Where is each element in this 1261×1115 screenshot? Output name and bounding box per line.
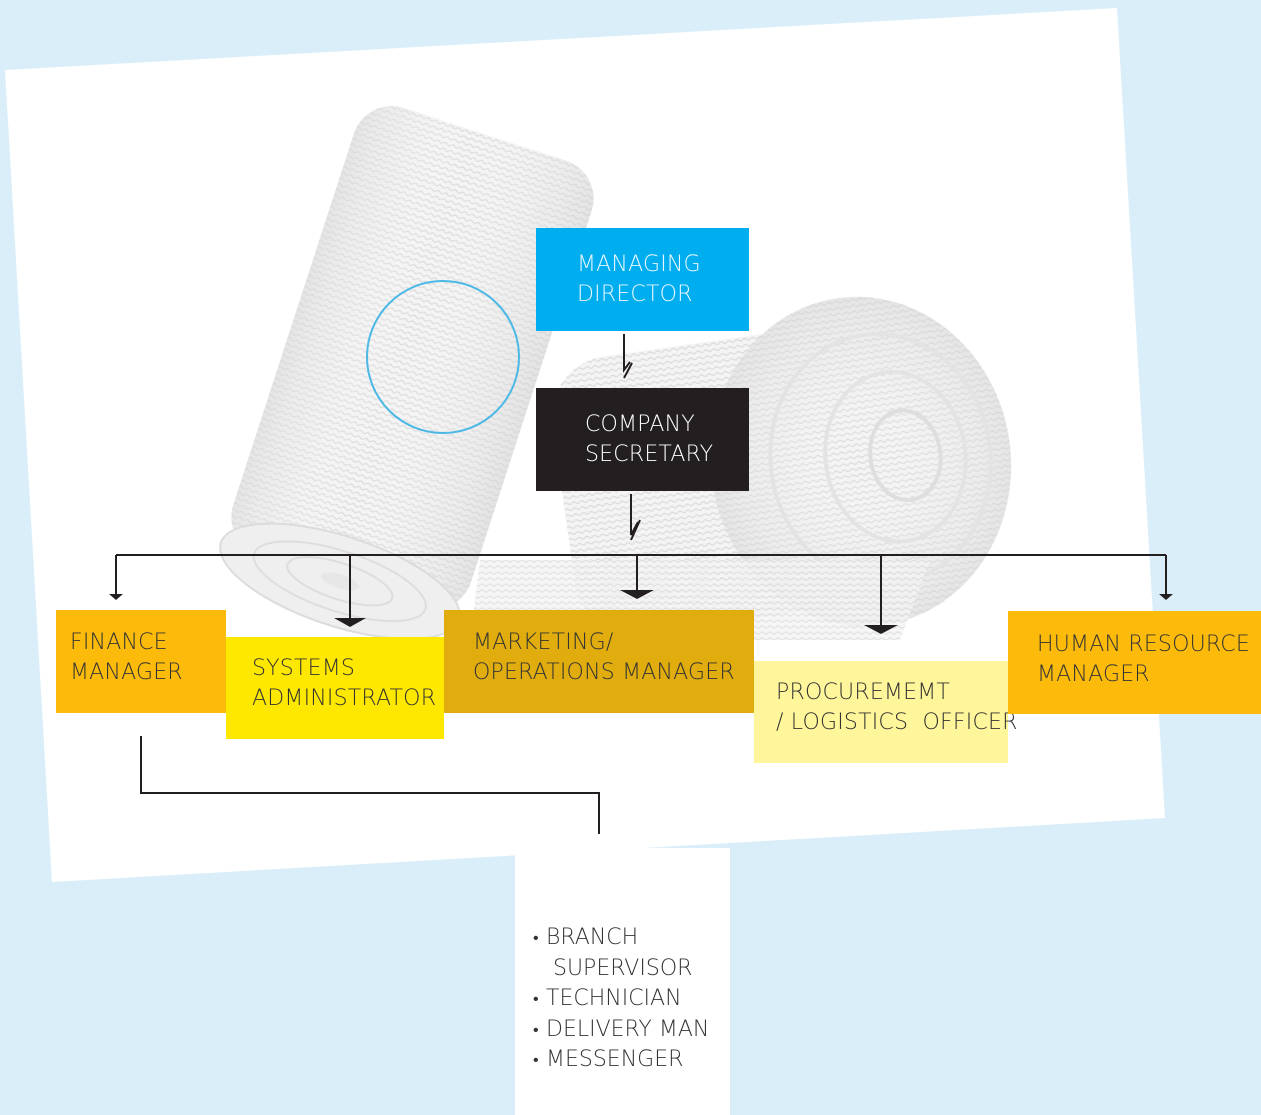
decorative-circle [366,280,520,434]
sub-staff-item: BRANCH [533,923,730,954]
company-secretary-line2: SECRETARY [585,441,714,467]
human-resource-box: HUMAN RESOURCE MANAGER [1008,611,1261,714]
procurement-logistics-box: PROCUREMEMT / LOGISTICS OFFICER [754,661,1018,763]
finance-manager-box: FINANCE MANAGER [56,610,226,713]
procurement-logistics-line2: / LOGISTICS OFFICER [776,710,1018,735]
sub-staff-list: BRANCH SUPERVISOR TECHNICIAN DELIVERY MA… [533,923,730,1076]
managing-director-box: MANAGING DIRECTOR [536,228,749,331]
company-secretary-box: COMPANY SECRETARY [536,388,749,491]
connector-lines [115,334,1167,834]
sub-staff-item-continued: SUPERVISOR [546,955,693,981]
finance-manager-line1: FINANCE [70,630,168,655]
cs-to-branch-arrow [630,494,641,541]
md-to-cs-arrow [623,334,633,379]
managing-director-line1: MANAGING [577,251,701,277]
sub-staff-item: DELIVERY MAN [533,1015,730,1046]
company-secretary-line1: COMPANY [585,411,695,437]
systems-administrator-box: SYSTEMS ADMINISTRATOR [226,637,444,739]
sub-staff-item: MESSENGER [533,1045,730,1076]
procurement-logistics-line1: PROCUREMEMT [776,680,951,705]
marketing-operations-box: MARKETING/ OPERATIONS MANAGER [444,610,754,713]
sub-staff-item: TECHNICIAN [533,984,730,1015]
managing-director-line2: DIRECTOR [577,281,693,307]
systems-administrator-line1: SYSTEMS [252,656,356,681]
marketing-operations-line1: MARKETING/ [473,630,614,655]
finance-to-staff-line [140,736,600,834]
finance-manager-line2: MANAGER [70,660,183,685]
marketing-operations-line2: OPERATIONS MANAGER [473,660,735,685]
human-resource-line1: HUMAN RESOURCE [1037,632,1250,657]
systems-administrator-line2: ADMINISTRATOR [252,686,437,711]
arrowheads [109,590,1173,634]
human-resource-line2: MANAGER [1037,662,1150,687]
sub-staff-box: BRANCH SUPERVISOR TECHNICIAN DELIVERY MA… [515,848,730,1115]
